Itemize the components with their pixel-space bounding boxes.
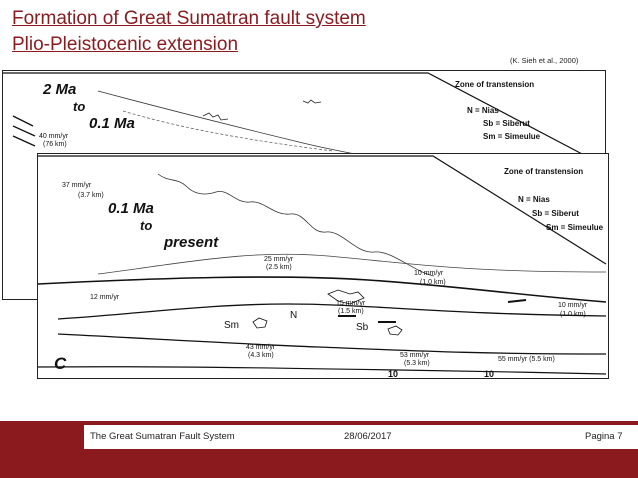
map-front-rate-7: 53 mm/yr (400, 352, 430, 359)
map-back-time-2ma: 2 Ma (43, 81, 77, 98)
map-back-legend-n: N = Nias (467, 106, 499, 115)
map-0-1ma-to-present: 37 mm/yr (3.7 km) 0.1 Ma to present Zone… (37, 153, 609, 379)
map-front-offset-1: (3.7 km) (78, 192, 104, 199)
map-front-legend-n: N = Nias (518, 195, 550, 204)
map-front-rate-3: 10 mm/yr (414, 270, 444, 277)
map-front-legend-sb: Sb = Siberut (532, 209, 579, 218)
map-front-rate-6: 43 mm/yr (246, 344, 276, 351)
map-front-island-sb: Sb (356, 322, 369, 333)
map-front-rate-1: 37 mm/yr (62, 182, 92, 189)
footer-page-number: Pagina 7 (585, 431, 623, 442)
map-front-offset-3: (1.0 km) (420, 279, 446, 286)
map-front-bottom-tick-2: 10 (484, 369, 495, 379)
slide-title-line-1: Formation of Great Sumatran fault system (12, 8, 366, 29)
map-front-offset-6: (4.3 km) (248, 352, 274, 359)
map-back-legend-zone: Zone of transtension (455, 80, 535, 89)
slide-title-line-2: Plio-Pleistocenic extension (12, 34, 239, 55)
map-back-time-0-1ma: 0.1 Ma (89, 115, 135, 132)
map-front-island-sm: Sm (224, 320, 239, 331)
map-back-offset: (76 km) (43, 141, 67, 148)
map-front-bottom-tick-1: 10 (388, 369, 399, 379)
map-back-legend-sb: Sb = Siberut (483, 119, 530, 128)
map-back-legend-sm: Sm = Simeulue (483, 132, 541, 141)
map-front-time-to: to (140, 218, 153, 233)
map-front-island-n: N (290, 310, 298, 321)
footer-presentation-title: The Great Sumatran Fault System (90, 431, 235, 442)
map-front-panel-letter: C (54, 354, 67, 373)
map-front-offset-4: (1.5 km) (338, 308, 364, 315)
citation: (K. Sieh et al., 2000) (510, 56, 579, 65)
map-front-offset-5: (1.0 km) (560, 311, 586, 318)
map-front-linework (38, 155, 607, 375)
footer-info-strip (84, 425, 638, 449)
map-back-rate: 40 mm/yr (39, 133, 69, 140)
map-front-rate-4: 15 mm/yr (336, 300, 366, 307)
map-front-legend-sm: Sm = Simeulue (546, 223, 604, 232)
map-front-offset-2: (2.5 km) (266, 264, 292, 271)
map-front-time-0-1ma: 0.1 Ma (108, 200, 154, 217)
map-front-rate-8: 55 mm/yr (5.5 km) (498, 356, 555, 363)
map-front-rate-left: 12 mm/yr (90, 294, 120, 301)
map-front-time-present: present (164, 234, 219, 251)
map-front-legend-zone: Zone of transtension (504, 167, 584, 176)
map-front-rate-5: 10 mm/yr (558, 302, 588, 309)
footer-date: 28/06/2017 (344, 431, 392, 442)
map-back-time-to: to (73, 99, 86, 114)
map-front-offset-7: (5.3 km) (404, 360, 430, 367)
map-front-rate-2: 25 mm/yr (264, 256, 294, 263)
